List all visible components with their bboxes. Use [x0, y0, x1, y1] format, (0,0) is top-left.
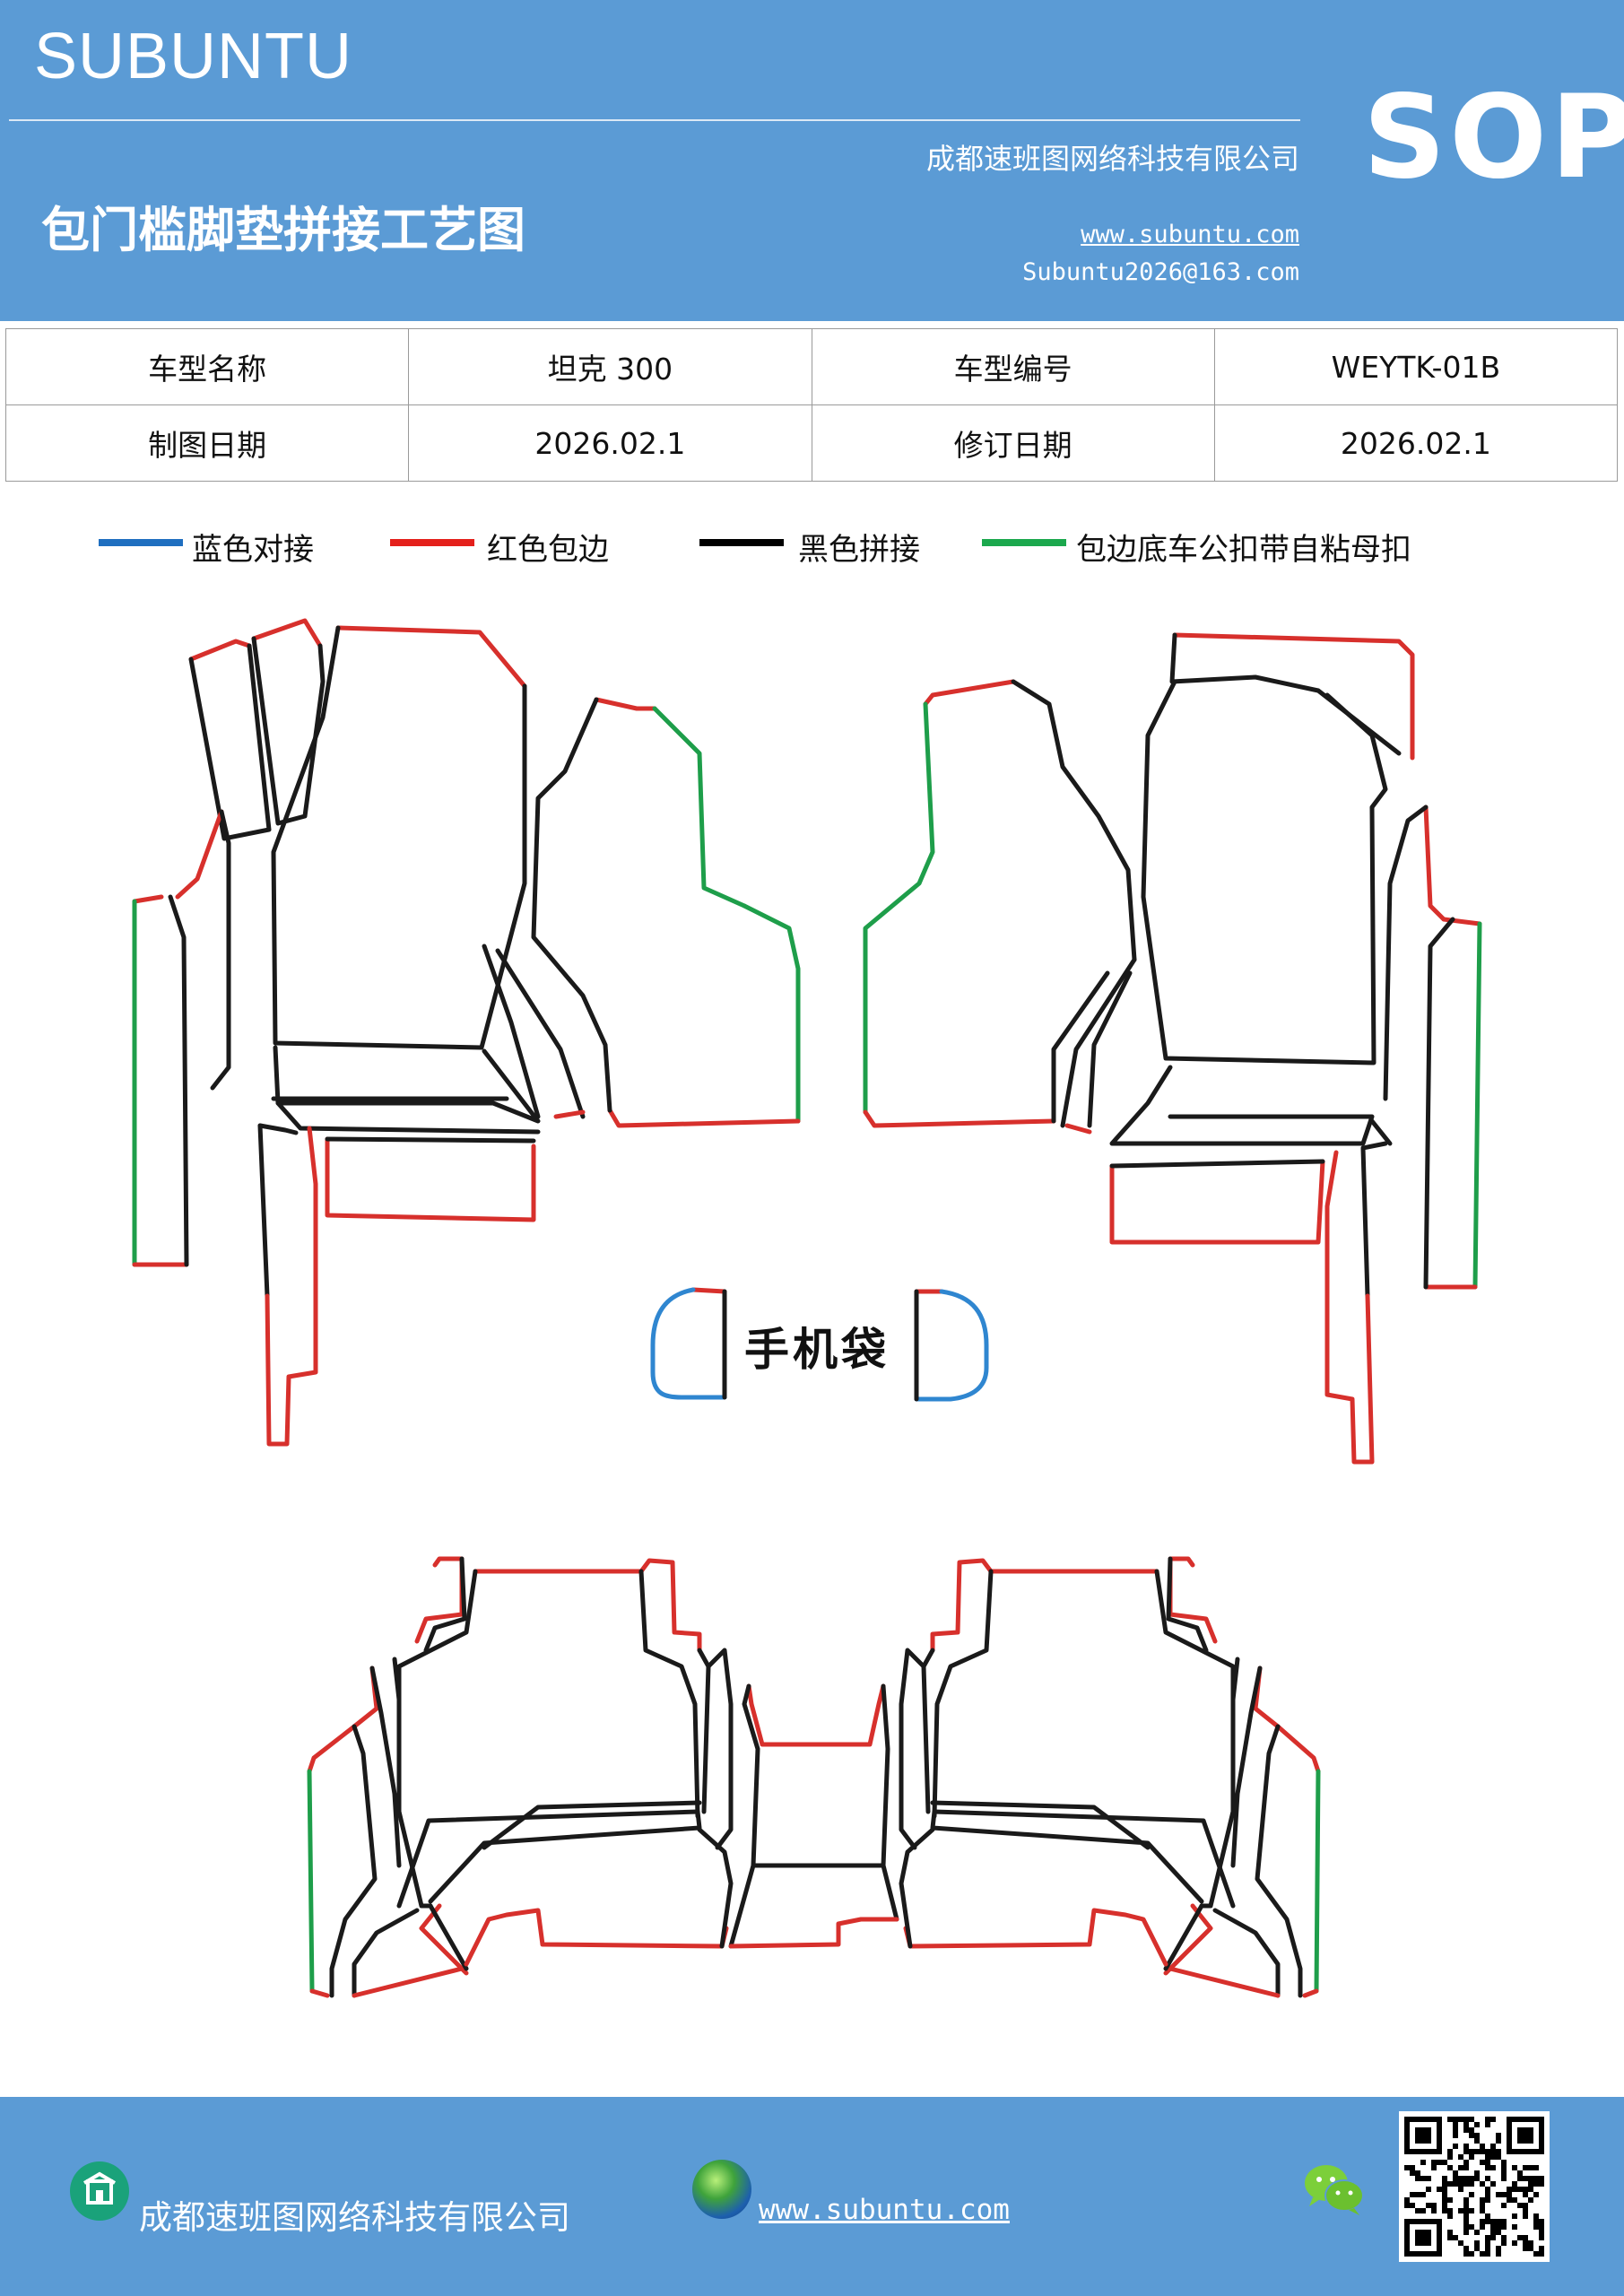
- draw-date-label: 制图日期: [4, 404, 410, 482]
- front-right-mat-group: [863, 632, 1482, 1465]
- phone-bag-group: [650, 1287, 989, 1402]
- green-line-swatch: [982, 539, 1066, 546]
- footer-url-link[interactable]: www.subuntu.com: [759, 2194, 1010, 2226]
- legend-label: 蓝色对接: [192, 532, 314, 568]
- model-code-value: WEYTK-01B: [1213, 328, 1619, 405]
- qr-code[interactable]: [1399, 2111, 1550, 2262]
- phone-bag-label: 手机袋: [744, 1324, 890, 1376]
- qr-code-pattern: [1404, 2117, 1544, 2257]
- black-line-swatch: [699, 539, 784, 546]
- legend-label: 红色包边: [487, 532, 609, 568]
- revise-date-value: 2026.02.1: [1213, 404, 1619, 482]
- header-banner: [0, 0, 1624, 321]
- revise-date-label: 修订日期: [811, 404, 1215, 482]
- front-left-mat-group: [132, 618, 801, 1447]
- building-icon-glyph: [83, 2171, 117, 2205]
- header-divider: [9, 119, 1300, 121]
- sop-badge: SOP: [1363, 71, 1624, 204]
- table-row: 制图日期 2026.02.1 修订日期 2026.02.1: [4, 404, 1619, 482]
- rear-left-mat-group: [307, 1556, 734, 1998]
- wechat-icon-glyph: [1305, 2165, 1364, 2215]
- header-email[interactable]: Subuntu2026@163.com: [1022, 258, 1299, 286]
- footer-company: 成都速班图网络科技有限公司: [139, 2198, 570, 2237]
- draw-date-value: 2026.02.1: [408, 404, 812, 482]
- header-url-link[interactable]: www.subuntu.com: [1081, 221, 1299, 248]
- document-title: 包门槛脚垫拼接工艺图: [41, 201, 525, 258]
- building-icon: [70, 2161, 129, 2221]
- globe-icon: [692, 2160, 751, 2219]
- brand-name: SUBUNTU: [34, 21, 353, 92]
- floor-mat-diagram: [132, 618, 1482, 1998]
- model-name-label: 车型名称: [4, 328, 410, 405]
- header-company: 成都速班图网络科技有限公司: [925, 142, 1299, 176]
- rear-middle-mat-group: [728, 1683, 899, 1949]
- model-name-value: 坦克 300: [408, 328, 812, 405]
- red-line-swatch: [390, 539, 474, 546]
- rear-right-mat-group: [899, 1556, 1321, 1998]
- model-info-table: 车型名称 坦克 300 车型编号 WEYTK-01B 制图日期 2026.02.…: [4, 328, 1619, 482]
- model-code-label: 车型编号: [811, 328, 1215, 405]
- table-row: 车型名称 坦克 300 车型编号 WEYTK-01B: [4, 328, 1619, 405]
- wechat-icon[interactable]: [1302, 2161, 1367, 2221]
- legend-label: 包边底车公扣带自粘母扣: [1076, 532, 1411, 568]
- legend-label: 黑色拼接: [798, 532, 920, 568]
- blue-line-swatch: [99, 539, 183, 546]
